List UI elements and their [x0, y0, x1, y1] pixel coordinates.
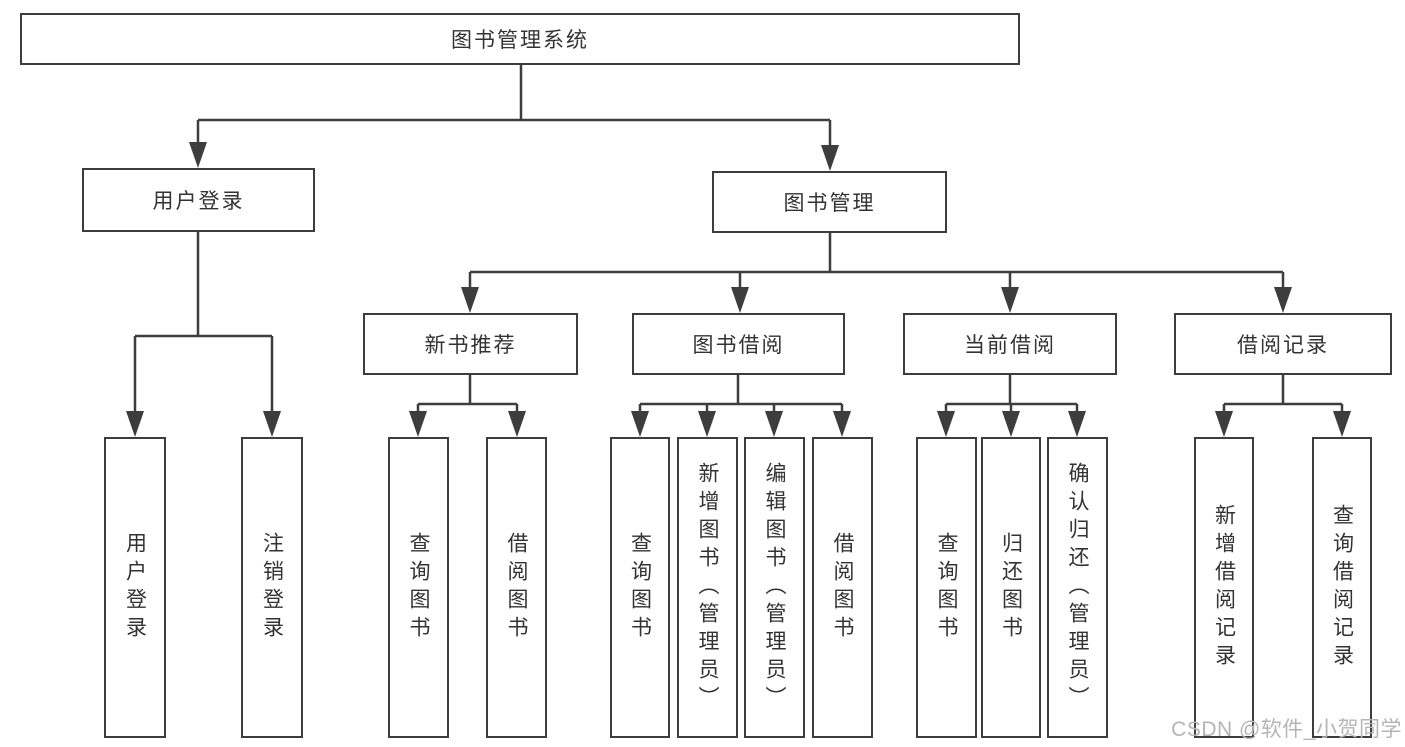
node-label: 借阅记录	[1237, 334, 1329, 357]
arrow-icon	[731, 287, 749, 313]
leaf-label: 查询图书	[407, 531, 430, 644]
leaf-confirm-return-admin: 确认归还（管理员）	[1047, 437, 1108, 738]
leaf-label: 归还图书	[999, 531, 1023, 644]
leaf-query-books-recommend: 查询图书	[388, 437, 449, 738]
arrow-icon	[821, 145, 839, 171]
leaf-query-borrow-record: 查询借阅记录	[1312, 437, 1372, 738]
leaf-borrow-books: 借阅图书	[812, 437, 873, 738]
arrow-icon	[1274, 287, 1292, 313]
leaf-label: 用户登录	[123, 531, 147, 644]
node-book-management: 图书管理	[712, 171, 947, 233]
leaf-label: 查询图书	[628, 531, 652, 644]
node-label: 用户登录	[152, 190, 245, 213]
leaf-user-login: 用户登录	[104, 437, 166, 738]
leaf-add-book-admin: 新增图书（管理员）	[677, 437, 738, 738]
tree-edges	[133, 65, 1344, 414]
node-user-login: 用户登录	[82, 168, 315, 232]
arrow-icon	[189, 142, 207, 168]
leaf-logout: 注销登录	[241, 437, 303, 738]
node-label: 图书借阅	[692, 334, 785, 357]
arrow-icon	[461, 287, 479, 313]
arrow-icon	[1001, 287, 1019, 313]
leaf-borrow-books-recommend: 借阅图书	[486, 437, 547, 738]
arrow-icon	[631, 411, 649, 437]
leaf-label: 注销登录	[260, 531, 284, 644]
node-label: 图书管理	[783, 192, 876, 215]
node-label: 新书推荐	[424, 334, 517, 357]
arrow-icon	[937, 411, 955, 437]
leaf-label: 借阅图书	[505, 531, 528, 644]
arrow-icon	[698, 411, 716, 437]
leaf-label: 查询图书	[935, 531, 958, 644]
leaf-label: 确认归还（管理员）	[1066, 461, 1089, 714]
node-current-borrow: 当前借阅	[903, 313, 1117, 375]
leaf-add-borrow-record: 新增借阅记录	[1194, 437, 1254, 738]
node-new-book-recommend: 新书推荐	[363, 313, 578, 375]
leaf-return-book: 归还图书	[981, 437, 1041, 738]
arrow-icon	[508, 411, 526, 437]
leaf-query-books-current: 查询图书	[916, 437, 977, 738]
arrow-icon	[263, 411, 281, 437]
arrow-icon	[409, 411, 427, 437]
leaf-label: 新增图书（管理员）	[696, 461, 719, 714]
node-library-system: 图书管理系统	[20, 13, 1020, 65]
leaf-label: 借阅图书	[831, 531, 854, 644]
arrow-icon	[1002, 411, 1020, 437]
leaf-label: 编辑图书（管理员）	[763, 461, 786, 714]
leaf-label: 查询借阅记录	[1330, 503, 1354, 672]
node-borrow-records: 借阅记录	[1174, 313, 1392, 375]
node-label: 当前借阅	[964, 334, 1056, 357]
leaf-query-books-borrow: 查询图书	[610, 437, 670, 738]
node-book-borrow: 图书借阅	[632, 313, 845, 375]
arrow-icon	[765, 411, 783, 437]
node-label: 图书管理系统	[451, 29, 589, 52]
leaf-label: 新增借阅记录	[1212, 503, 1236, 672]
arrow-icon	[833, 411, 851, 437]
arrow-icon	[126, 411, 144, 437]
leaf-edit-book-admin: 编辑图书（管理员）	[744, 437, 805, 738]
csdn-watermark: CSDN @软件_小贺同学	[1171, 718, 1402, 741]
arrow-icon	[1333, 411, 1351, 437]
arrow-icon	[1068, 411, 1086, 437]
arrow-icon	[1215, 411, 1233, 437]
